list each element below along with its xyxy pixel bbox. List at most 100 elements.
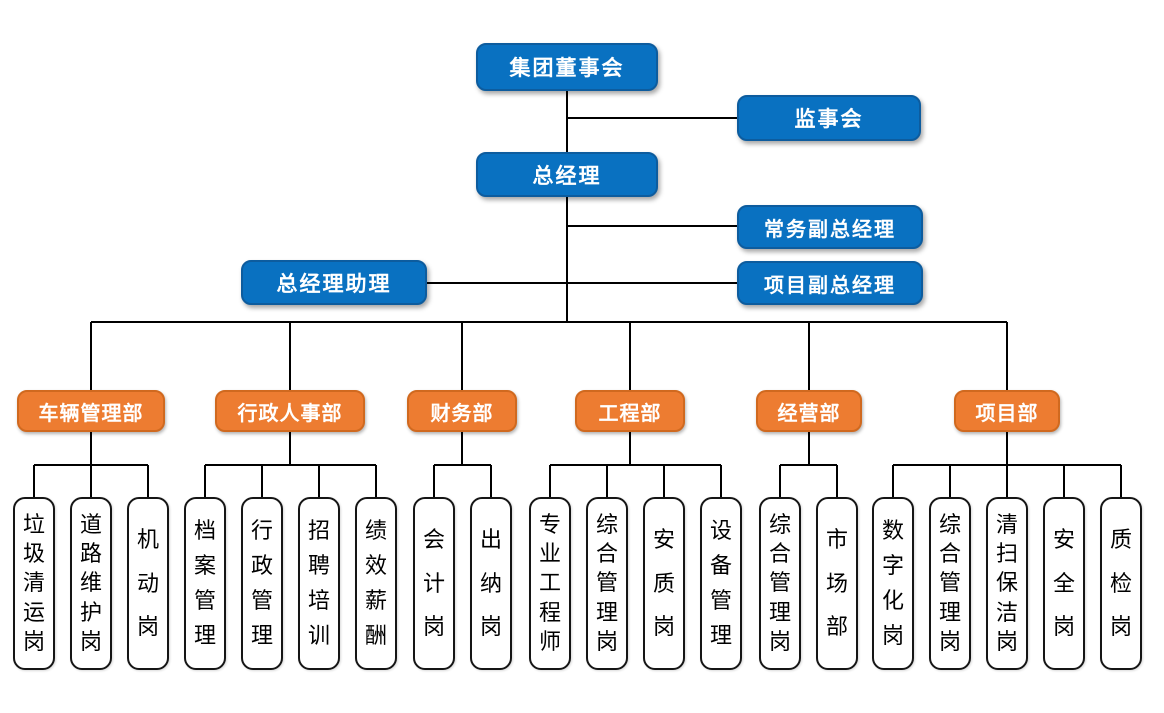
connector-line <box>461 432 463 465</box>
position-box: 综合管理岗 <box>929 497 971 670</box>
department-box: 财务部 <box>407 390 517 432</box>
position-label: 质检岗 <box>1109 526 1132 640</box>
position-label: 垃圾清运岗 <box>22 512 45 654</box>
connector-line <box>567 225 737 227</box>
connector-line <box>1120 465 1122 497</box>
department-box: 行政人事部 <box>215 390 365 432</box>
position-box: 专业工程师 <box>529 497 571 670</box>
position-label: 安质岗 <box>652 526 675 640</box>
connector-line <box>836 465 838 497</box>
connector-line <box>205 464 376 466</box>
connector-line <box>375 465 377 497</box>
connector-line <box>1006 432 1008 465</box>
connector-line <box>1063 465 1065 497</box>
connector-line <box>490 465 492 497</box>
position-box: 档案管理 <box>184 497 226 670</box>
department-label: 行政人事部 <box>237 402 343 425</box>
position-box: 安质岗 <box>643 497 685 670</box>
department-label: 工程部 <box>598 402 662 425</box>
position-box: 机动岗 <box>127 497 169 670</box>
connector-line <box>461 322 463 390</box>
connector-line <box>427 282 737 284</box>
position-label: 安全岗 <box>1052 526 1075 640</box>
connector-line <box>629 322 631 390</box>
position-box: 综合管理岗 <box>759 497 801 670</box>
connector-line <box>892 465 894 497</box>
position-label: 专业工程师 <box>538 512 561 654</box>
department-box: 经营部 <box>756 390 862 432</box>
project-deputy-gm-box: 项目副总经理 <box>737 261 923 305</box>
position-label: 行政管理 <box>250 518 273 648</box>
position-box: 市场部 <box>816 497 858 670</box>
connector-line <box>550 464 721 466</box>
connector-line <box>808 432 810 465</box>
position-box: 行政管理 <box>241 497 283 670</box>
department-label: 财务部 <box>430 402 494 425</box>
connector-line <box>1006 465 1008 497</box>
supervisory-board-box: 监事会 <box>737 95 921 141</box>
position-box: 招聘培训 <box>298 497 340 670</box>
connector-line <box>204 465 206 497</box>
position-label: 机动岗 <box>136 526 159 640</box>
general-manager-box: 总经理 <box>476 152 658 197</box>
position-label: 招聘培训 <box>307 518 330 648</box>
connector-line <box>567 117 737 119</box>
department-box: 工程部 <box>575 390 685 432</box>
connector-line <box>90 465 92 497</box>
department-label: 项目部 <box>975 402 1039 425</box>
connector-line <box>91 321 1007 323</box>
connector-line <box>720 465 722 497</box>
connector-line <box>780 464 837 466</box>
gm-assistant-box: 总经理助理 <box>241 260 427 305</box>
connector-line <box>433 465 435 497</box>
position-label: 会计岗 <box>422 526 445 640</box>
connector-line <box>289 322 291 390</box>
connector-line <box>261 465 263 497</box>
position-label: 出纳岗 <box>479 526 502 640</box>
department-box: 车辆管理部 <box>17 390 165 432</box>
position-box: 绩效薪酬 <box>355 497 397 670</box>
connector-line <box>566 91 568 152</box>
position-box: 设备管理 <box>700 497 742 670</box>
position-label: 清扫保洁岗 <box>995 512 1018 654</box>
connector-line <box>779 465 781 497</box>
position-box: 数字化岗 <box>872 497 914 670</box>
connector-line <box>147 465 149 497</box>
position-label: 综合管理岗 <box>595 512 618 654</box>
connector-line <box>808 322 810 390</box>
executive-deputy-gm-box: 常务副总经理 <box>737 205 923 249</box>
position-label: 综合管理岗 <box>768 512 791 654</box>
department-label: 车辆管理部 <box>38 402 144 425</box>
position-box: 道路维护岗 <box>70 497 112 670</box>
position-label: 综合管理岗 <box>938 512 961 654</box>
connector-line <box>949 465 951 497</box>
board-box: 集团董事会 <box>476 43 658 91</box>
position-label: 市场部 <box>825 526 848 640</box>
department-box: 项目部 <box>954 390 1060 432</box>
position-label: 设备管理 <box>709 518 732 648</box>
position-box: 安全岗 <box>1043 497 1085 670</box>
connector-line <box>606 465 608 497</box>
position-label: 档案管理 <box>193 518 216 648</box>
position-box: 综合管理岗 <box>586 497 628 670</box>
position-label: 数字化岗 <box>881 518 904 648</box>
connector-line <box>549 465 551 497</box>
position-box: 垃圾清运岗 <box>13 497 55 670</box>
connector-line <box>566 197 568 322</box>
connector-line <box>90 322 92 390</box>
position-label: 绩效薪酬 <box>364 518 387 648</box>
connector-line <box>318 465 320 497</box>
connector-line <box>33 465 35 497</box>
position-box: 会计岗 <box>413 497 455 670</box>
department-label: 经营部 <box>777 402 841 425</box>
position-box: 出纳岗 <box>470 497 512 670</box>
connector-line <box>1006 322 1008 390</box>
position-box: 质检岗 <box>1100 497 1142 670</box>
connector-line <box>289 432 291 465</box>
position-label: 道路维护岗 <box>79 512 102 654</box>
connector-line <box>90 432 92 465</box>
connector-line <box>663 465 665 497</box>
connector-line <box>434 464 491 466</box>
position-box: 清扫保洁岗 <box>986 497 1028 670</box>
